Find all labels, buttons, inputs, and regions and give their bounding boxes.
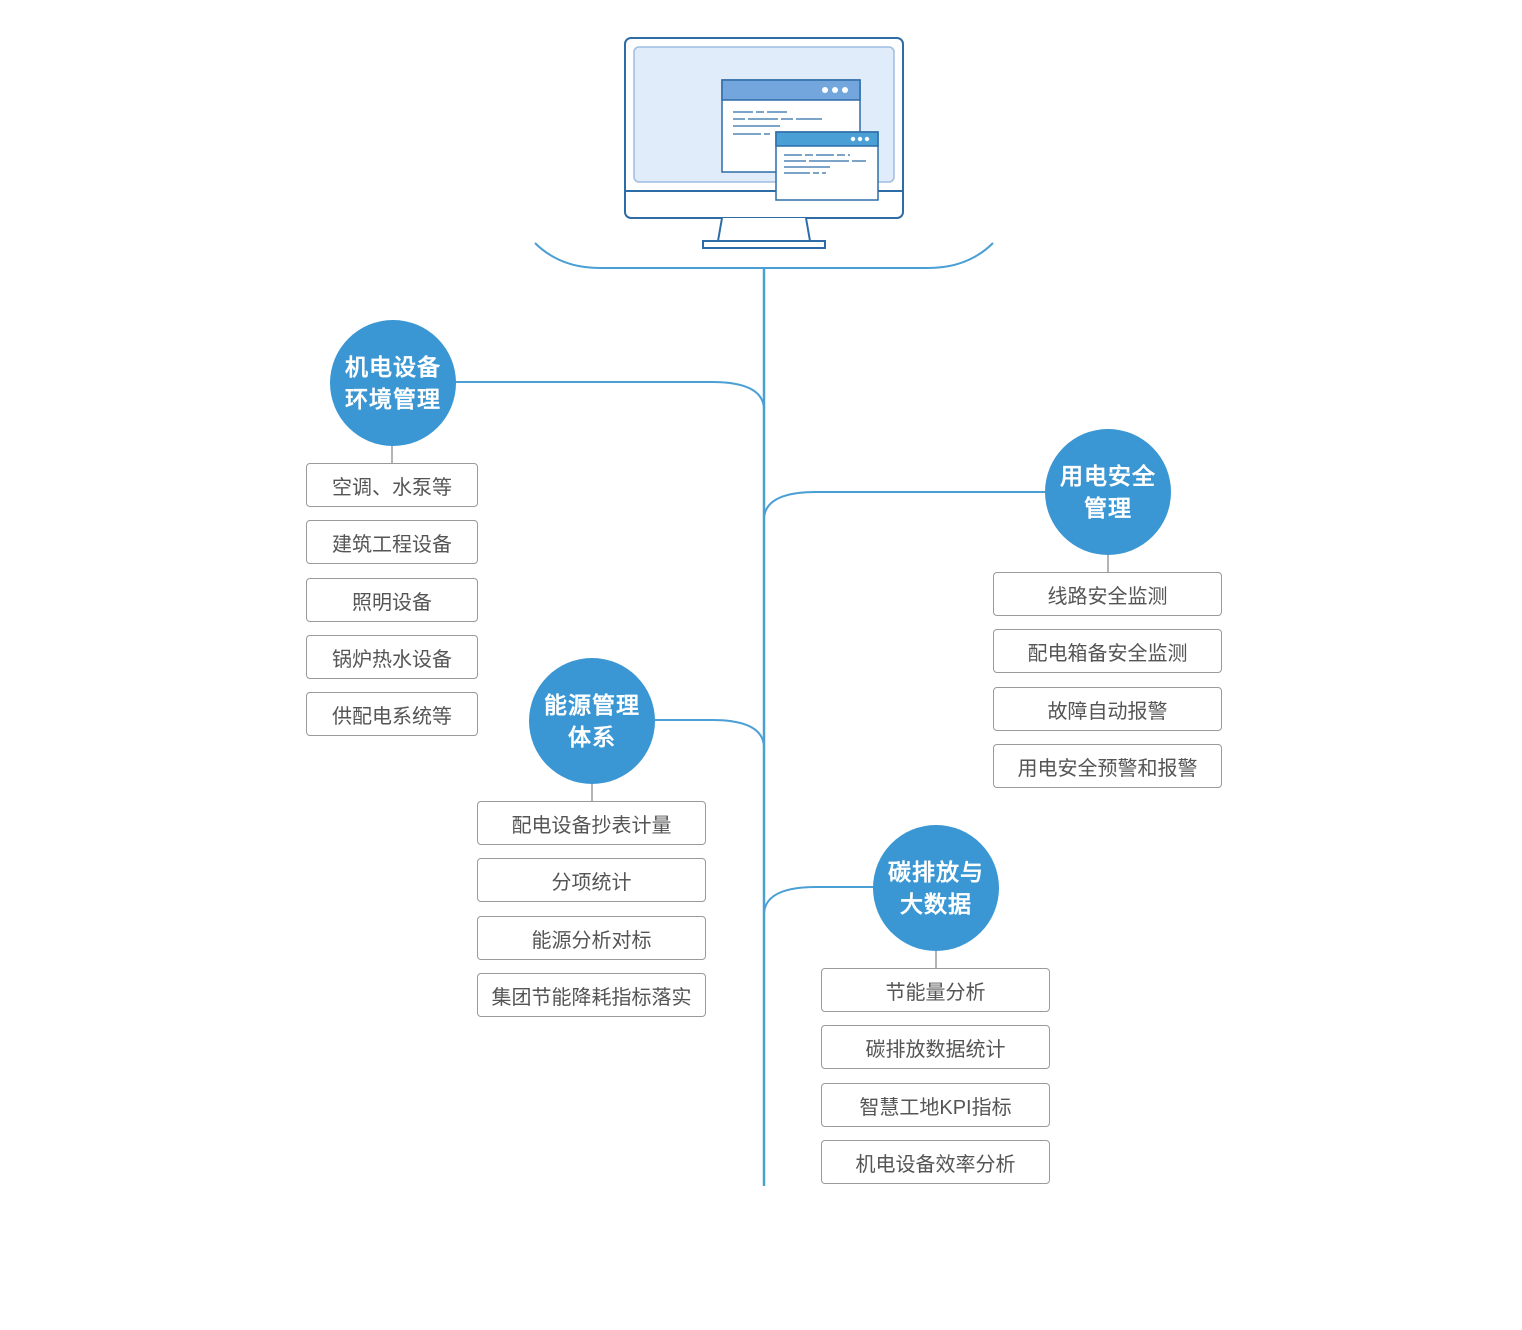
front-window-icon <box>775 131 879 201</box>
list-item: 集团节能降耗指标落实 <box>477 973 706 1017</box>
list-item: 智慧工地KPI指标 <box>821 1083 1050 1127</box>
branch-circle-carbon-bigdata: 碳排放与 大数据 <box>873 825 999 951</box>
list-item: 节能量分析 <box>821 968 1050 1012</box>
list-item: 供配电系统等 <box>306 692 478 736</box>
branch-connector-2 <box>763 491 1046 519</box>
branch-connector-4 <box>763 886 874 914</box>
list-item: 空调、水泵等 <box>306 463 478 507</box>
branch-circle-energy-management: 能源管理 体系 <box>529 658 655 784</box>
list-item: 用电安全预警和报警 <box>993 744 1222 788</box>
branch-title-line: 碳排放与 <box>888 859 984 885</box>
list-item: 照明设备 <box>306 578 478 622</box>
branch-title-line: 能源管理 <box>544 692 640 718</box>
branch-circle-power-safety: 用电安全 管理 <box>1045 429 1171 555</box>
branch-title-line: 大数据 <box>900 891 972 917</box>
branch-title-line: 环境管理 <box>345 386 441 412</box>
branch-title-line: 体系 <box>568 724 616 750</box>
list-item: 能源分析对标 <box>477 916 706 960</box>
list-item: 锅炉热水设备 <box>306 635 478 679</box>
branch-circle-electromech: 机电设备 环境管理 <box>330 320 456 446</box>
list-item: 配电设备抄表计量 <box>477 801 706 845</box>
branch-connector-3 <box>655 719 765 747</box>
branch-connector-1 <box>455 381 765 409</box>
list-item: 分项统计 <box>477 858 706 902</box>
branch-title-line: 机电设备 <box>345 354 441 380</box>
list-item: 线路安全监测 <box>993 572 1222 616</box>
branch-title-line: 管理 <box>1084 495 1132 521</box>
list-item: 机电设备效率分析 <box>821 1140 1050 1184</box>
list-item: 故障自动报警 <box>993 687 1222 731</box>
branch-title-line: 用电安全 <box>1060 463 1156 489</box>
list-item: 建筑工程设备 <box>306 520 478 564</box>
list-item: 配电箱备安全监测 <box>993 629 1222 673</box>
monitor-icon <box>624 37 904 249</box>
list-item: 碳排放数据统计 <box>821 1025 1050 1069</box>
